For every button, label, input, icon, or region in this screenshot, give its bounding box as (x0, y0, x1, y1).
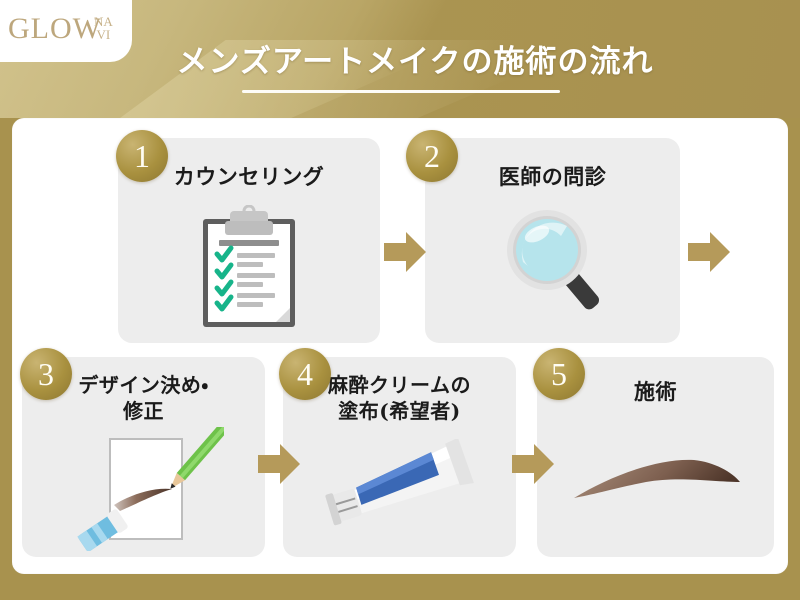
logo-suffix: NA VI (94, 15, 113, 41)
step-4-label-line1: 麻酔クリームの (328, 373, 471, 397)
step-1-label: カウンセリング (173, 164, 325, 189)
step-badge-5: 5 (533, 348, 585, 400)
brand-logo: GLOW NA VI (8, 14, 138, 60)
header-banner: GLOW NA VI メンズアートメイクの施術の流れ (0, 0, 800, 118)
flow-arrow-1-to-2 (384, 232, 426, 277)
step-3-illustration (22, 426, 265, 551)
step-4-label-line2: 塗布(希望者) (338, 398, 461, 423)
flow-arrow-4-to-5 (512, 444, 554, 489)
clipboard-checklist-icon (203, 205, 295, 327)
step-badge-2: 2 (406, 130, 458, 182)
step-5-label: 施術 (634, 379, 677, 404)
step-badge-4: 4 (279, 348, 331, 400)
page-title: メンズアートメイクの施術の流れ (176, 44, 654, 80)
step-3-label: デザイン決め・ 修正 (22, 373, 265, 424)
pencil-paper-eyebrow-icon (76, 426, 224, 551)
step-3-label-line2: 修正 (123, 398, 164, 423)
logo-wordmark: GLOW (8, 12, 102, 45)
step-badge-3: 3 (20, 348, 72, 400)
step-2-illustration (425, 201, 680, 333)
flow-arrow-3-to-4 (258, 444, 300, 489)
step-5-illustration (537, 415, 774, 547)
flow-arrow-2-to-3 (688, 232, 730, 277)
step-1-illustration (118, 201, 380, 333)
cream-tube-icon (324, 438, 474, 525)
title-underline (242, 90, 560, 93)
magnifying-glass-icon (506, 210, 599, 310)
step-2-label: 医師の問診 (498, 164, 607, 189)
eyebrow-icon (573, 459, 740, 498)
step-badge-1: 1 (116, 130, 168, 182)
logo-suffix-line2: VI (96, 27, 111, 42)
step-3-label-line1: デザイン決め・ (78, 373, 209, 397)
step-card-2[interactable]: 医師の問診 (425, 138, 680, 343)
logo-suffix-line1: NA (93, 14, 113, 29)
step-4-label: 麻酔クリームの 塗布(希望者) (283, 373, 516, 424)
step-4-illustration (283, 426, 516, 551)
logo-plate (0, 0, 132, 62)
